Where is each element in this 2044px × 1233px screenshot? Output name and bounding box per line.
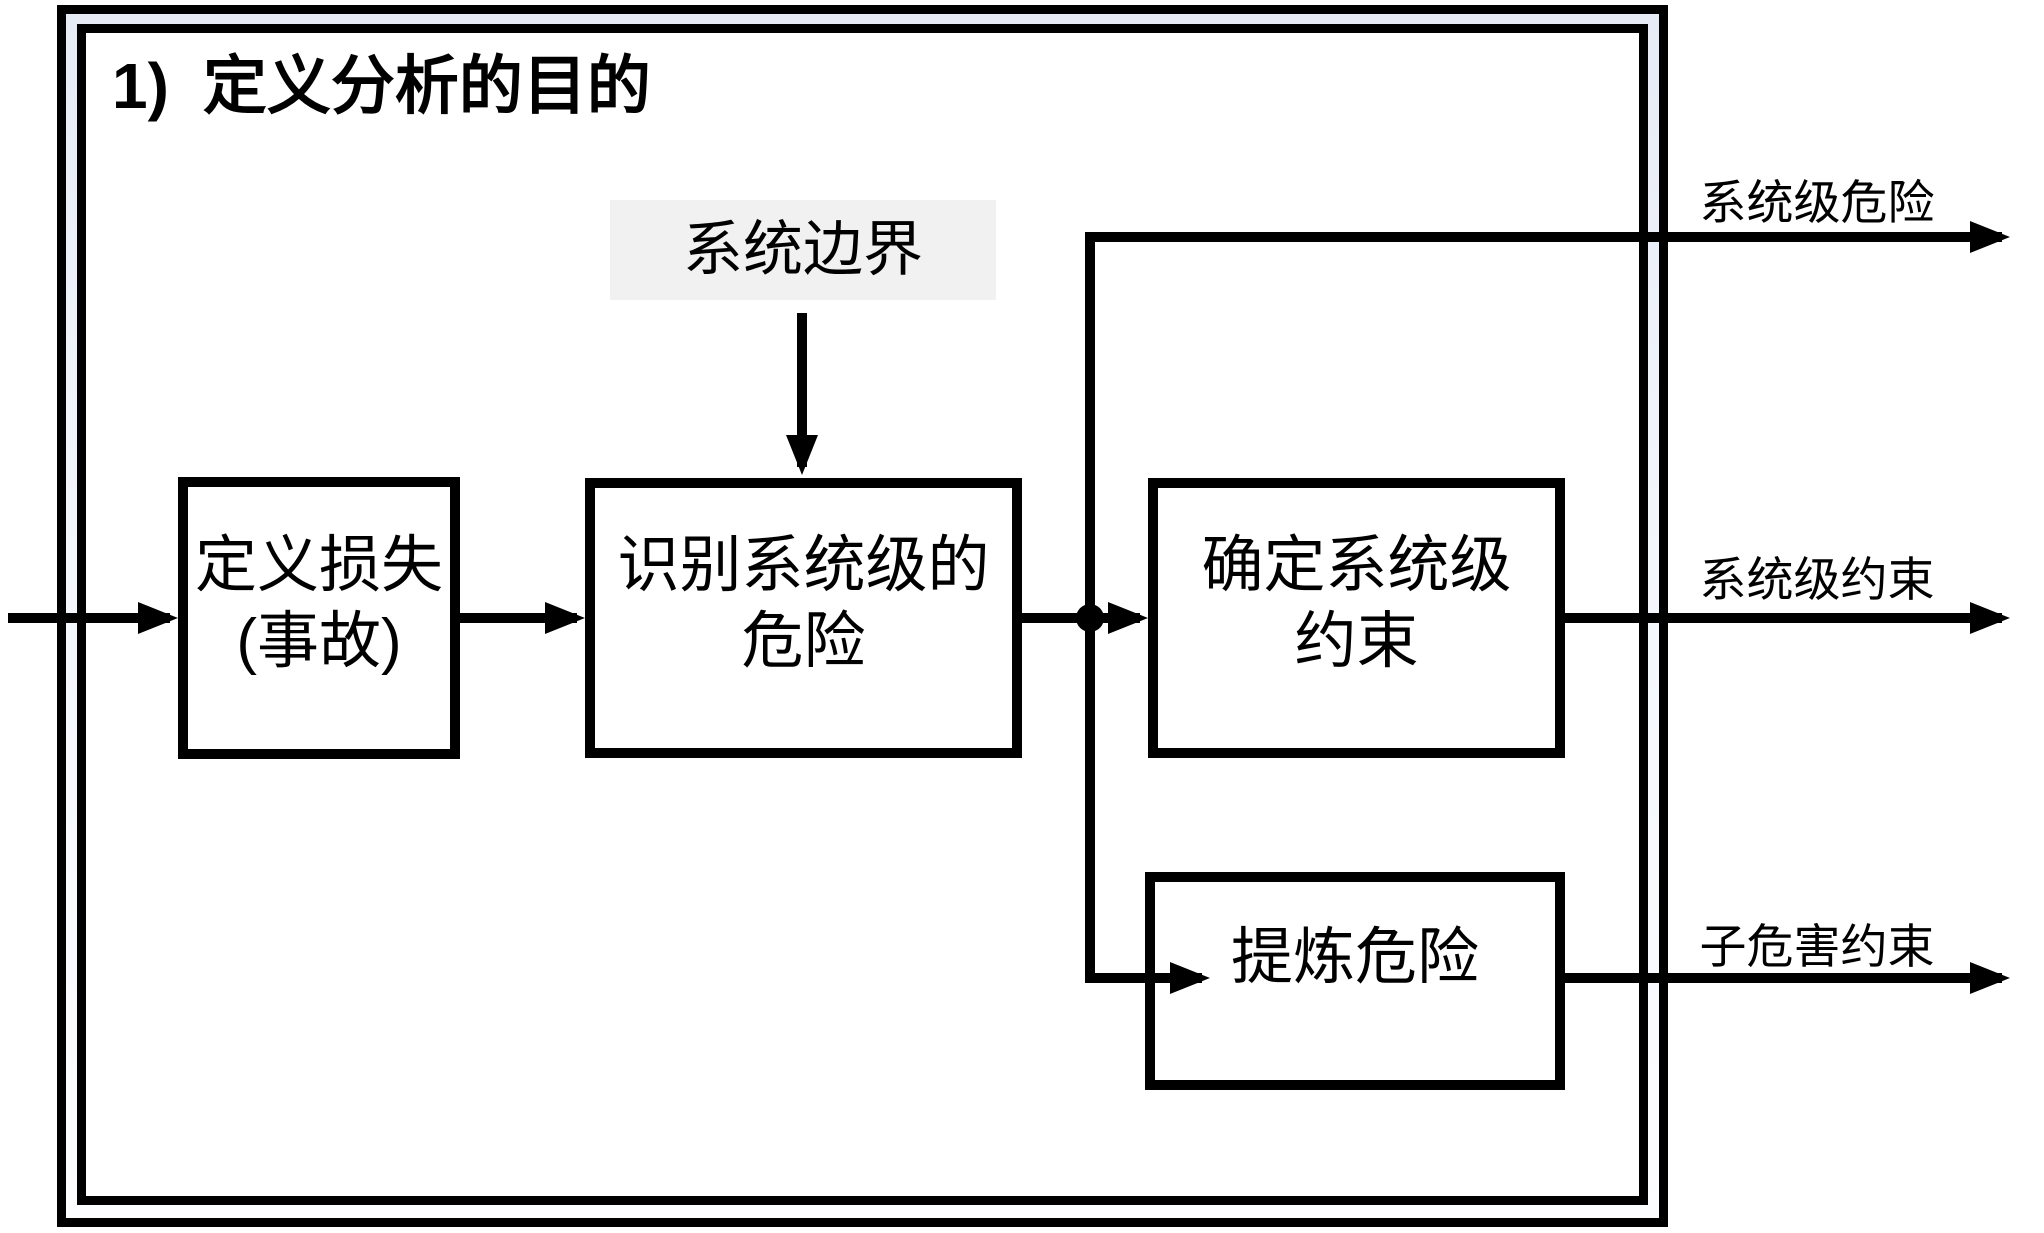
output-label-subhazard-constraints: 子危害约束 [1699,920,1935,973]
box-determine-constraints-line1: 确定系统级 [1201,531,1512,601]
output-label-system-constraints: 系统级约束 [1699,553,1935,606]
box-determine-constraints-line2: 约束 [1294,607,1419,676]
box-define-losses-line2: (事故) [236,607,402,676]
box-define-losses: 定义损失 (事故) [178,477,460,759]
box-refine-hazards-line1: 提炼危险 [1230,923,1479,993]
title-number: 1) [112,50,169,122]
box-define-losses-line1: 定义损失 [194,531,443,601]
output-label-system-hazards: 系统级危险 [1699,176,1935,229]
box-identify-hazards: 识别系统级的 危险 [585,478,1022,758]
page-title: 1) 定义分析的目的 [112,50,651,124]
title-text: 定义分析的目的 [202,50,651,122]
box-refine-hazards: 提炼危险 [1145,872,1565,1090]
box-identify-hazards-line1: 识别系统级的 [617,531,990,601]
box-determine-constraints: 确定系统级 约束 [1148,478,1565,758]
box-identify-hazards-line2: 危险 [741,607,866,676]
system-boundary-text: 系统边界 [683,216,923,283]
system-boundary-label: 系统边界 [610,200,996,300]
